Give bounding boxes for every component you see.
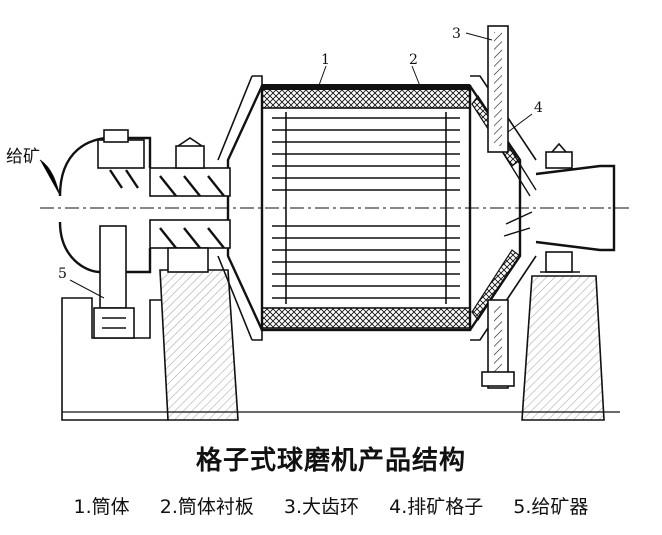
left-foundation [61,269,239,421]
gear-ring [481,25,515,389]
mill-shell [260,84,472,332]
parts-legend: 1.筒体 2.筒体衬板 3.大齿环 4.排矿格子 5.给矿器 [0,492,662,519]
figure-title: 格子式球磨机产品结构 [195,446,466,476]
feed-end-head [217,75,264,341]
callout-5: 5 [58,266,67,282]
feed-trunnion [149,137,231,273]
legend-item-1: 1.筒体 [73,496,130,518]
legend-item-5: 5.给矿器 [513,496,589,518]
legend-item-2: 2.筒体衬板 [159,496,254,518]
feeder [58,129,152,339]
callout-3: 3 [452,26,461,42]
ball-mill-cross-section-diagram: 给矿 1 2 3 4 5 [6,25,630,421]
callout-1: 1 [321,52,330,68]
callout-2: 2 [409,52,418,68]
discharge-trunnion [535,142,616,273]
right-foundation [521,275,605,421]
callout-4: 4 [534,100,543,116]
callout-feed: 给矿 [6,147,40,167]
legend-item-4: 4.排矿格子 [389,496,484,518]
legend-item-3: 3.大齿环 [283,496,360,518]
